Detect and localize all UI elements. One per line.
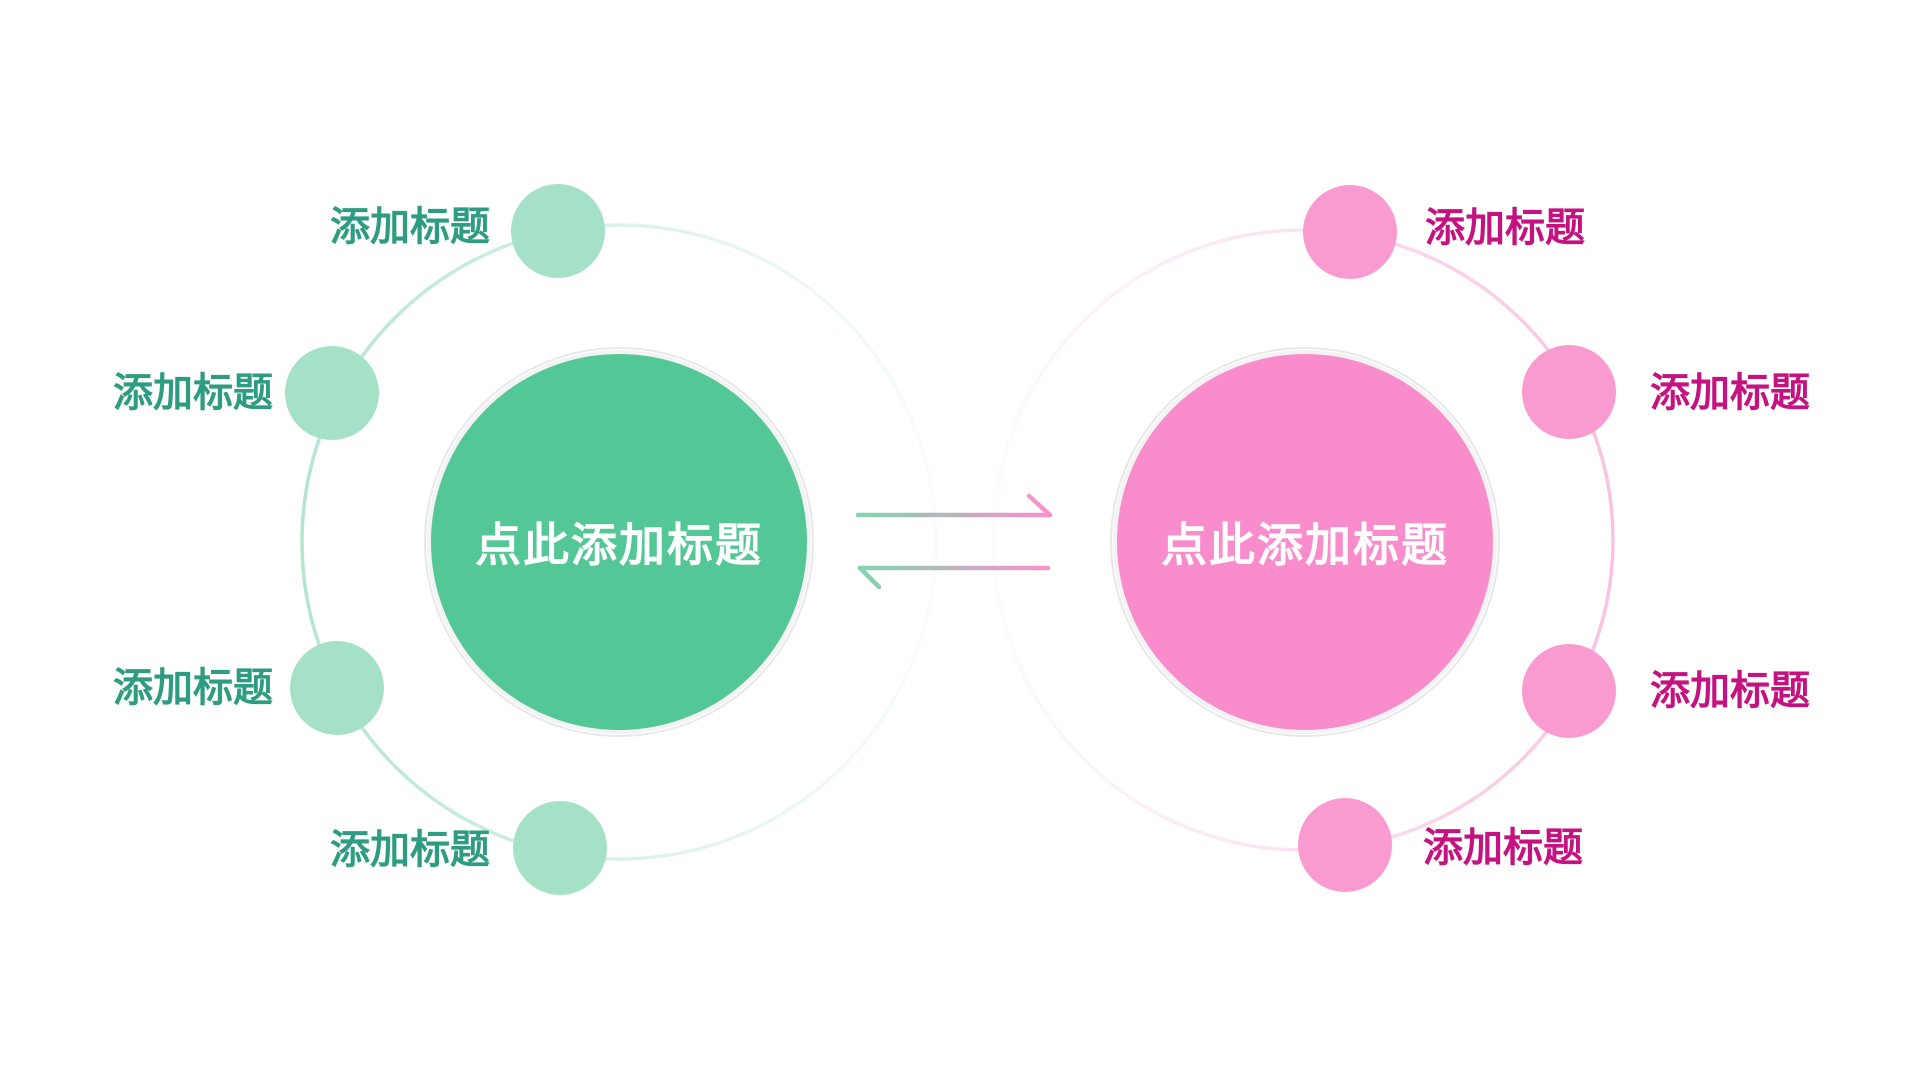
right-item-label-2[interactable]: 添加标题	[1650, 371, 1810, 415]
left-satellite-1[interactable]	[511, 184, 605, 278]
left-main-circle[interactable]	[427, 350, 811, 734]
left-item-label-4[interactable]: 添加标题	[330, 828, 490, 872]
right-item-label-3[interactable]: 添加标题	[1650, 669, 1810, 713]
left-satellite-4[interactable]	[513, 801, 607, 895]
left-item-label-2[interactable]: 添加标题	[113, 371, 273, 415]
right-satellite-3[interactable]	[1522, 644, 1616, 738]
left-orbit-ring	[300, 223, 938, 861]
right-satellite-2[interactable]	[1522, 345, 1616, 439]
right-item-label-1[interactable]: 添加标题	[1425, 206, 1585, 250]
left-satellite-3[interactable]	[290, 641, 384, 735]
left-item-label-3[interactable]: 添加标题	[113, 666, 273, 710]
left-satellite-2[interactable]	[285, 346, 379, 440]
right-main-circle[interactable]	[1113, 350, 1497, 734]
arrow-right-icon	[855, 493, 1053, 518]
right-item-label-4[interactable]: 添加标题	[1423, 826, 1583, 870]
right-satellite-4[interactable]	[1298, 798, 1392, 892]
right-satellite-1[interactable]	[1303, 185, 1397, 279]
left-item-label-1[interactable]: 添加标题	[330, 205, 490, 249]
left-center-title[interactable]: 点此添加标题	[475, 519, 763, 571]
right-center-title[interactable]: 点此添加标题	[1161, 519, 1449, 571]
arrow-left-icon	[857, 565, 1051, 590]
